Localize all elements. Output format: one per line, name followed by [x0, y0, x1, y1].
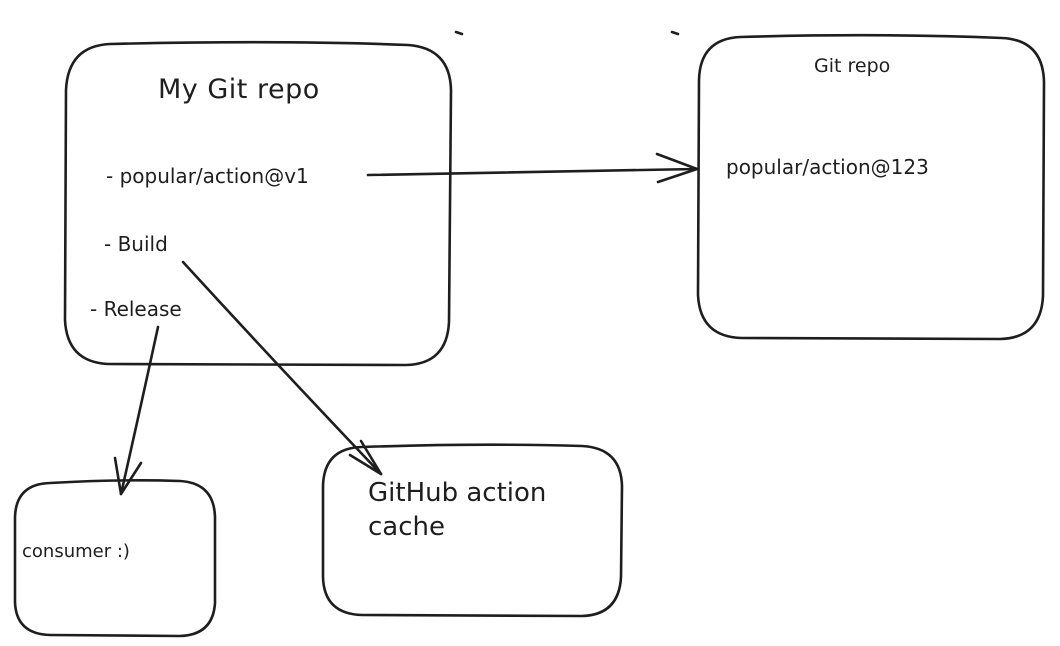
arrow-build-to-cache-head — [348, 439, 383, 476]
arrow-build-to-cache — [181, 260, 383, 476]
source-item-release: - Release — [90, 297, 182, 321]
source-item-build: - Build — [104, 232, 168, 256]
arrow-action-to-repo-head — [655, 152, 699, 184]
target-box-title: Git repo — [814, 55, 891, 77]
source-box-border — [63, 40, 453, 367]
stray-mark-right — [670, 30, 680, 36]
cache-box-line2: cache — [368, 512, 445, 542]
arrow-release-to-consumer — [119, 325, 160, 496]
arrow-release-to-consumer-head — [113, 456, 143, 496]
cache-box-line1: GitHub action — [368, 478, 547, 508]
consumer-box-label: consumer :) — [22, 541, 130, 562]
cache-box-border — [321, 443, 624, 618]
consumer-box-border — [13, 479, 217, 638]
source-item-action: - popular/action@v1 — [106, 164, 309, 188]
arrow-action-to-repo — [366, 167, 699, 177]
stray-mark-left — [454, 30, 464, 36]
target-box-border — [696, 33, 1046, 341]
target-box-content: popular/action@123 — [726, 155, 929, 179]
source-box-title: My Git repo — [158, 74, 320, 105]
